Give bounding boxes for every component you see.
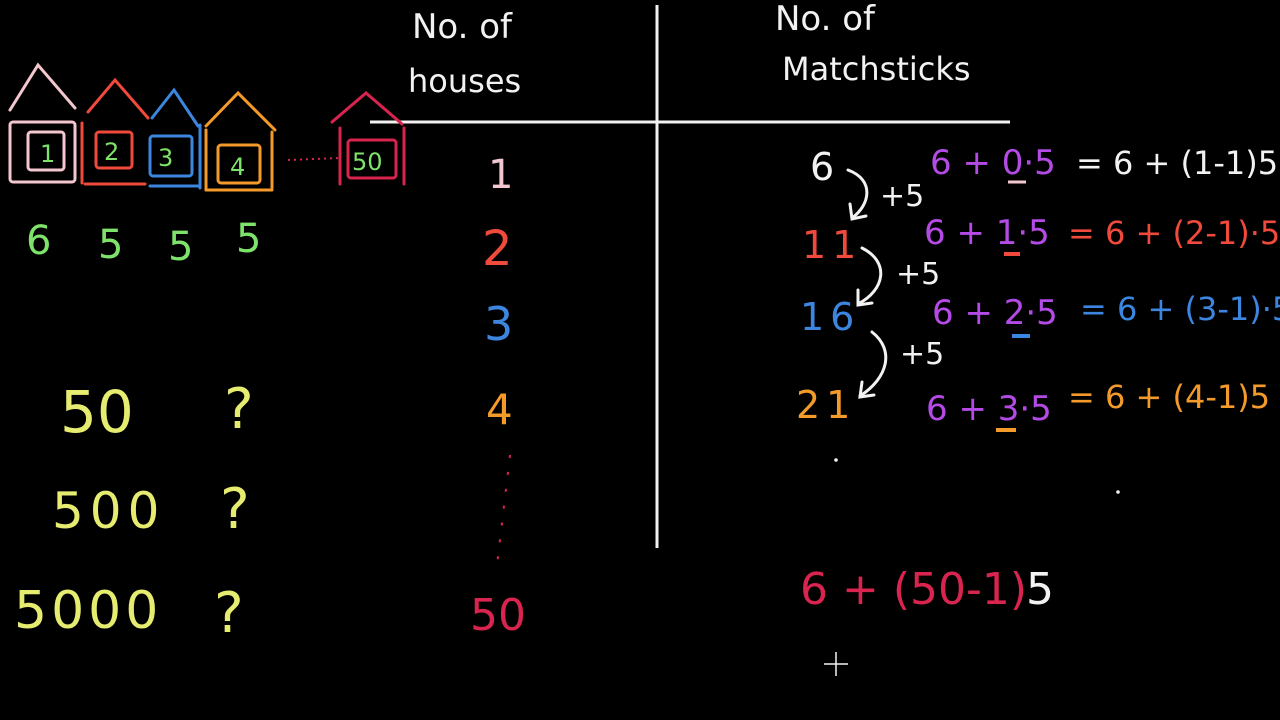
cursor-crosshair-icon [824, 652, 848, 676]
row-3-houses: 3 [484, 297, 513, 351]
formula-continuation-dot [1116, 490, 1120, 494]
houses-dotted-connector [287, 157, 341, 161]
row-1-houses: 1 [488, 152, 513, 198]
row-2-rhs: = 6 + (2-1)·5 [1068, 214, 1280, 252]
stick-count-1: 6 [26, 218, 51, 264]
question-50-mark: ? [224, 377, 254, 442]
row-2-houses: 2 [482, 221, 513, 277]
question-5000-mark: ? [214, 581, 244, 646]
row-4-sticks: 21 [796, 383, 856, 427]
stick-count-3: 5 [168, 224, 193, 270]
step-arrow-1 [846, 168, 869, 221]
row-1-sticks: 6 [810, 145, 834, 189]
row-2-sticks: 11 [802, 223, 862, 267]
house-2 [80, 77, 150, 186]
house-2-label: 2 [104, 138, 119, 166]
house-3-label: 3 [158, 144, 173, 172]
row-2-formula: 6 + 1·5 [924, 213, 1050, 253]
stick-count-2: 5 [98, 222, 123, 268]
house-3 [148, 87, 202, 190]
row-3-sticks: 16 [800, 295, 860, 339]
sticks-continuation-dot [834, 458, 838, 462]
house-50-label: 50 [352, 148, 383, 176]
houses-continuation-dots [496, 454, 511, 566]
row-4-formula: 6 + 3·5 [926, 389, 1052, 429]
step-label-2: +5 [896, 257, 940, 292]
step-arrow-3 [858, 330, 888, 399]
row-4-houses: 4 [486, 385, 513, 434]
stick-count-4: 5 [236, 216, 261, 262]
houses-header-line1: No. of [412, 7, 513, 47]
house-1-label: 1 [40, 140, 55, 168]
row-1-formula: 6 + 0·5 [930, 143, 1056, 183]
question-5000-number: 5000 [14, 581, 162, 641]
row-3-rhs: = 6 + (3-1)·5 [1080, 290, 1280, 328]
house-4-label: 4 [230, 153, 245, 181]
matchsticks-header-line1: No. of [775, 0, 876, 39]
step-arrow-2 [856, 246, 883, 307]
general-formula-part-a: 6 + (50-1) [800, 564, 1027, 615]
general-formula-part-b: 5 [1026, 564, 1054, 615]
row-3-formula: 6 + 2·5 [932, 293, 1058, 333]
last-row-houses: 50 [470, 590, 526, 641]
row-4-rhs: = 6 + (4-1)5 [1068, 378, 1270, 416]
step-label-3: +5 [900, 337, 944, 372]
row-1-rhs: = 6 + (1-1)5 [1076, 144, 1278, 182]
house-1 [8, 62, 77, 184]
houses-header-line2: houses [408, 62, 521, 100]
question-50-number: 50 [60, 378, 134, 446]
step-label-1: +5 [880, 179, 924, 214]
question-500-number: 500 [52, 482, 165, 540]
question-500-mark: ? [220, 477, 250, 542]
house-50 [330, 91, 406, 186]
matchsticks-header-line2: Matchsticks [782, 50, 971, 88]
house-4 [204, 90, 277, 192]
